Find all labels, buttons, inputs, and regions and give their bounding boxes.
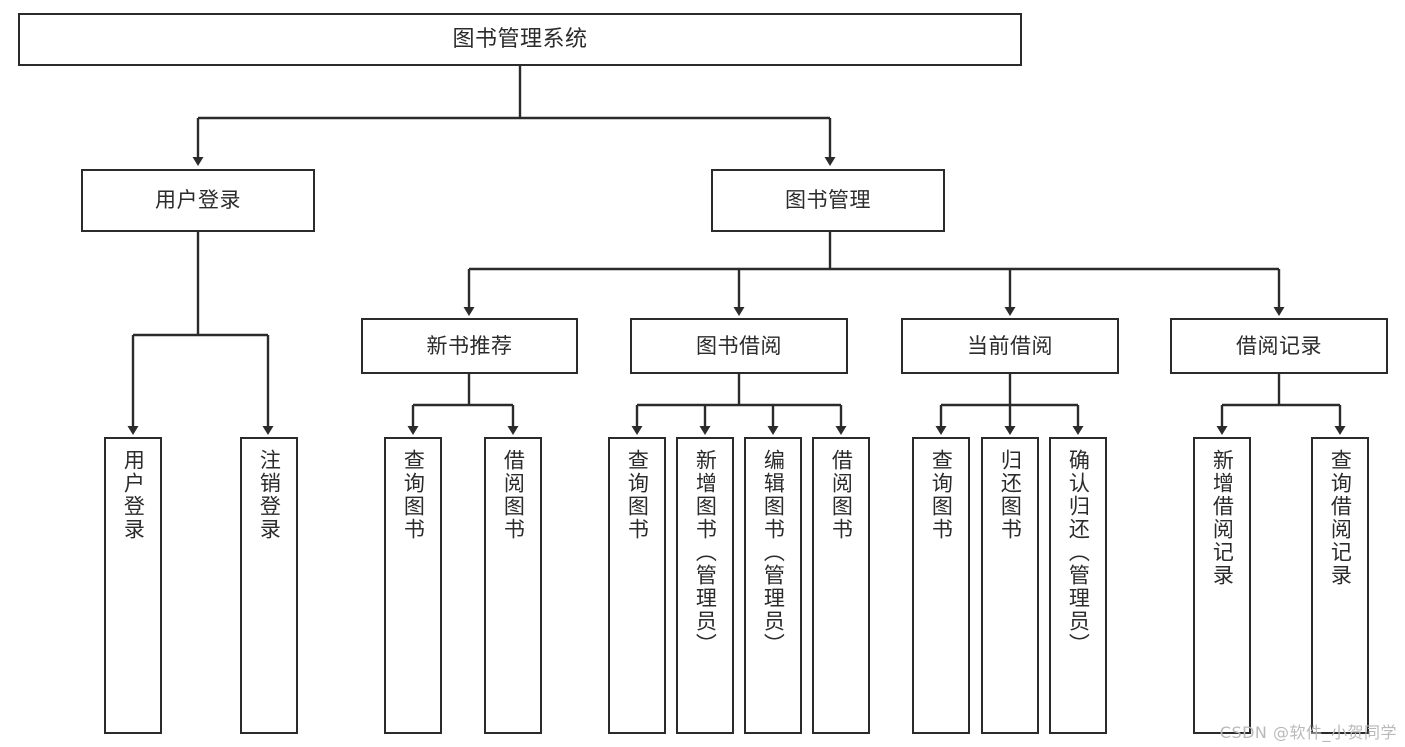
node-label: 确认归还（管理员） bbox=[1066, 449, 1091, 656]
node-label: 借阅记录 bbox=[1236, 333, 1322, 358]
node-label: 借阅图书 bbox=[501, 449, 526, 541]
leaf-query-book-1[interactable]: 查询图书 bbox=[384, 437, 442, 734]
node-label: 用户登录 bbox=[121, 449, 146, 541]
node-book-management[interactable]: 图书管理 bbox=[711, 169, 945, 232]
node-borrow-record[interactable]: 借阅记录 bbox=[1170, 318, 1388, 374]
leaf-logout-login[interactable]: 注销登录 bbox=[240, 437, 298, 734]
node-label: 查询图书 bbox=[401, 449, 426, 541]
node-label: 查询图书 bbox=[929, 449, 954, 541]
node-label: 新增图书（管理员） bbox=[693, 449, 718, 656]
leaf-confirm-return-admin[interactable]: 确认归还（管理员） bbox=[1049, 437, 1107, 734]
leaf-borrow-book-1[interactable]: 借阅图书 bbox=[484, 437, 542, 734]
node-label: 查询图书 bbox=[625, 449, 650, 541]
node-root-book-management-system[interactable]: 图书管理系统 bbox=[18, 13, 1022, 66]
leaf-edit-book-admin[interactable]: 编辑图书（管理员） bbox=[744, 437, 802, 734]
node-current-borrow[interactable]: 当前借阅 bbox=[901, 318, 1119, 374]
leaf-add-book-admin[interactable]: 新增图书（管理员） bbox=[676, 437, 734, 734]
leaf-user-login[interactable]: 用户登录 bbox=[104, 437, 162, 734]
leaf-query-book-3[interactable]: 查询图书 bbox=[912, 437, 970, 734]
node-label: 当前借阅 bbox=[967, 333, 1053, 358]
node-label: 图书管理系统 bbox=[452, 26, 588, 52]
node-label: 新增借阅记录 bbox=[1210, 449, 1235, 587]
node-user-login[interactable]: 用户登录 bbox=[81, 169, 315, 232]
node-label: 新书推荐 bbox=[426, 333, 513, 358]
node-label: 借阅图书 bbox=[829, 449, 854, 541]
leaf-return-book[interactable]: 归还图书 bbox=[981, 437, 1039, 734]
node-label: 编辑图书（管理员） bbox=[761, 449, 786, 656]
leaf-add-borrow-record[interactable]: 新增借阅记录 bbox=[1193, 437, 1251, 734]
watermark-csdn: CSDN @软件_小贺同学 bbox=[1219, 723, 1397, 742]
node-label: 查询借阅记录 bbox=[1328, 449, 1353, 587]
leaf-borrow-book-2[interactable]: 借阅图书 bbox=[812, 437, 870, 734]
node-label: 注销登录 bbox=[257, 449, 282, 541]
node-new-book-recommend[interactable]: 新书推荐 bbox=[361, 318, 578, 374]
node-book-borrow[interactable]: 图书借阅 bbox=[630, 318, 848, 374]
leaf-query-book-2[interactable]: 查询图书 bbox=[608, 437, 666, 734]
node-label: 图书管理 bbox=[785, 188, 871, 213]
node-label: 归还图书 bbox=[998, 449, 1023, 541]
leaf-query-borrow-record[interactable]: 查询借阅记录 bbox=[1311, 437, 1369, 734]
node-label: 图书借阅 bbox=[696, 333, 782, 358]
node-label: 用户登录 bbox=[155, 188, 241, 213]
